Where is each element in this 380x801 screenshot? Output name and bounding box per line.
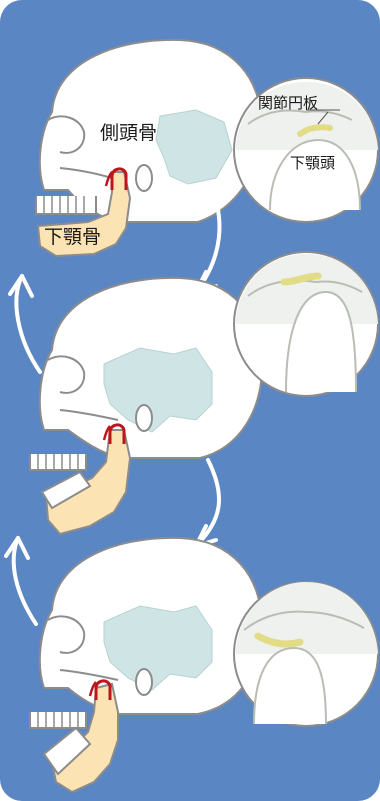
skull-stage-half-open — [30, 278, 262, 534]
arrow-down-2 — [196, 460, 219, 546]
articular-disc-label: 関節円板 — [258, 92, 318, 113]
mandibular-head-label: 下顎頭 — [290, 152, 335, 173]
mandible-label: 下顎骨 — [44, 222, 101, 249]
skull-stage-open — [30, 538, 262, 792]
temporal-bone-label: 側頭骨 — [100, 118, 157, 145]
zoom-circle-half-open — [234, 252, 378, 396]
upper-teeth-closed — [36, 196, 96, 214]
zoom-circle-open — [234, 582, 378, 726]
